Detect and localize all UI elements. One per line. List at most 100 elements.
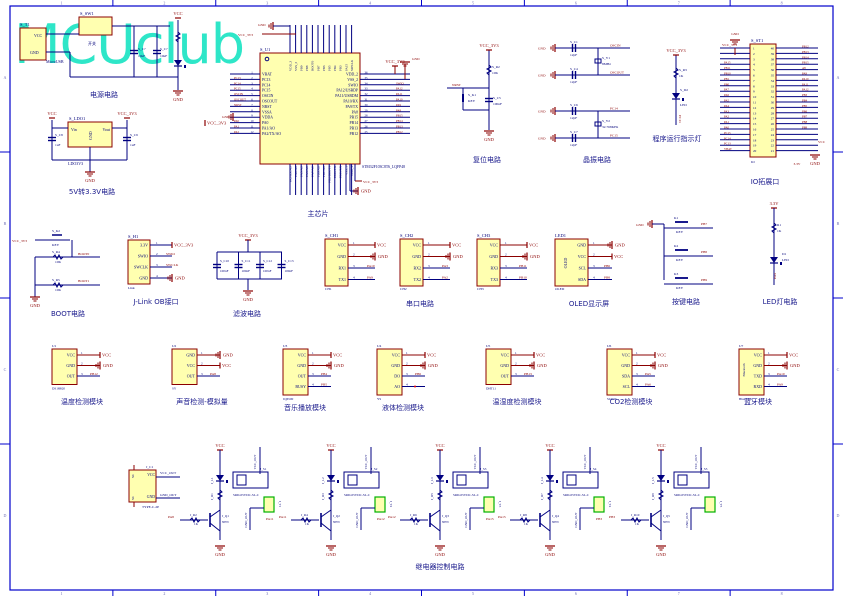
power-symbol: VCC	[374, 242, 386, 248]
ref: J_L5	[651, 477, 655, 484]
pin-number: 3	[753, 57, 755, 61]
net-label: PC14	[724, 136, 731, 140]
resistor-zigzag	[216, 489, 224, 501]
relay-channel-4: VCCJ_L4J_R7J_S4SRD-05VDC-SL-CVCC_OUTJ_T4…	[498, 443, 612, 557]
led-ray	[780, 262, 782, 265]
pin-name: PA9/TX	[345, 105, 358, 109]
pin-number: 4	[768, 383, 770, 387]
gnd-label: GND	[173, 97, 183, 102]
resistor	[216, 489, 224, 501]
transistor	[539, 509, 551, 518]
resistor-zigzag	[174, 31, 182, 43]
pin-number: 29	[365, 108, 369, 112]
relay-channel-1: VCCJ_L1J_R1J_S1SRD-05VDC-SL-CVCC_OUTJ_T1…	[168, 443, 282, 557]
ref: J_L1	[210, 477, 214, 484]
pin-name: 3.3V	[140, 243, 148, 248]
value: NPN	[333, 520, 340, 524]
pin-number: 2	[312, 362, 314, 366]
value: NPN	[552, 520, 559, 524]
pin-name: PB1/AO	[322, 165, 326, 177]
pin-number: 4	[353, 276, 355, 280]
led-triangle	[672, 93, 680, 99]
ref: K3	[674, 272, 679, 276]
pin-number: 4	[156, 274, 158, 278]
resistor-zigzag	[52, 253, 64, 261]
gnd-label: GND	[435, 552, 445, 557]
net-label: GND_OUT	[160, 493, 177, 497]
net-label: PB8	[802, 120, 808, 124]
net-label: PB4	[802, 99, 808, 103]
pin-name: OSCIN	[262, 94, 274, 98]
gnd-label: GND	[326, 552, 336, 557]
pin-name: VDD_1	[350, 166, 354, 176]
net-label: PB13	[396, 125, 403, 129]
capacitor	[153, 49, 161, 55]
part: SRD-05VDC-SL-C	[233, 493, 260, 497]
pin-number: 25	[365, 130, 369, 134]
pin-name: RXD	[754, 384, 763, 389]
pin-number: 8	[251, 108, 253, 112]
pin-name: TX1	[339, 277, 346, 282]
pin-name: VCC	[147, 473, 155, 477]
gnd-symbol: GND	[215, 545, 226, 557]
gnd-label: GND	[538, 47, 546, 51]
part: Link	[128, 286, 135, 290]
relay-title: 继电器控制电路	[416, 562, 465, 571]
resistor	[174, 31, 182, 43]
gnd-symbol	[268, 22, 274, 30]
net-label: VCC_OUT	[694, 455, 698, 470]
gnd-symbol: GND	[370, 252, 388, 261]
net-label: PA3	[442, 264, 448, 268]
pin-number: 24	[771, 133, 775, 137]
transistor	[650, 522, 662, 532]
gnd-label: GND	[85, 178, 95, 183]
value: 1K	[524, 522, 529, 526]
led-symbol	[672, 93, 684, 101]
pin-name: GND	[186, 353, 195, 358]
part: SGP30	[607, 397, 617, 401]
pin-number: 32	[365, 92, 369, 96]
frame-row-label: C	[837, 367, 840, 372]
ref: J_R5	[430, 493, 434, 500]
pin-name: PC15	[262, 89, 271, 93]
pin-name: TXD	[754, 374, 762, 379]
net-label: PB12	[396, 130, 403, 134]
block-title: 按键电路	[672, 297, 700, 306]
block-crystal: GNDS_C112pFOSCINGNDS_C412pFOSCOUTGNDS_C6…	[538, 40, 630, 164]
pin-number: 2	[156, 252, 158, 256]
power-label: VCC	[536, 353, 545, 358]
pin-number: 22	[771, 144, 775, 148]
pin-number: 2	[353, 253, 355, 257]
block-title: 主芯片	[308, 209, 329, 218]
net-label: PB1	[724, 77, 730, 81]
pin-name: AO	[394, 384, 400, 389]
resistor-zigzag	[519, 516, 531, 524]
ref: S_R5	[52, 278, 60, 282]
relay-body	[562, 471, 599, 489]
gnd-label: GND	[258, 23, 266, 27]
capacitor	[213, 263, 221, 269]
part: DS18B20	[52, 387, 65, 391]
pin-name: VCC	[298, 353, 307, 358]
ref: S_C10	[220, 259, 229, 263]
pin-name: PC13	[262, 78, 271, 82]
pin-name: PB8	[305, 65, 309, 71]
net-label: GND_OUT	[685, 512, 689, 527]
ref: K1	[674, 216, 679, 220]
ref: J_R6	[410, 513, 417, 517]
value: 1K	[194, 522, 199, 526]
pin-name: Vout	[103, 127, 111, 132]
ref: J_Q1	[222, 514, 229, 518]
power-symbol: VCC_3V3	[479, 43, 499, 51]
capacitor	[48, 136, 56, 142]
power-label: VCC	[452, 243, 461, 248]
pin-name: VCC	[754, 353, 763, 358]
gnd-symbol: GND	[85, 171, 96, 183]
pin-number: 10	[251, 119, 255, 123]
ref: S_LDO1	[69, 116, 85, 121]
net-label: PA12	[802, 88, 809, 92]
frame-col-label: 7	[678, 1, 680, 6]
gnd-symbol	[550, 107, 556, 115]
gnd-label: GND	[658, 363, 668, 368]
value: 12pF	[570, 53, 577, 57]
